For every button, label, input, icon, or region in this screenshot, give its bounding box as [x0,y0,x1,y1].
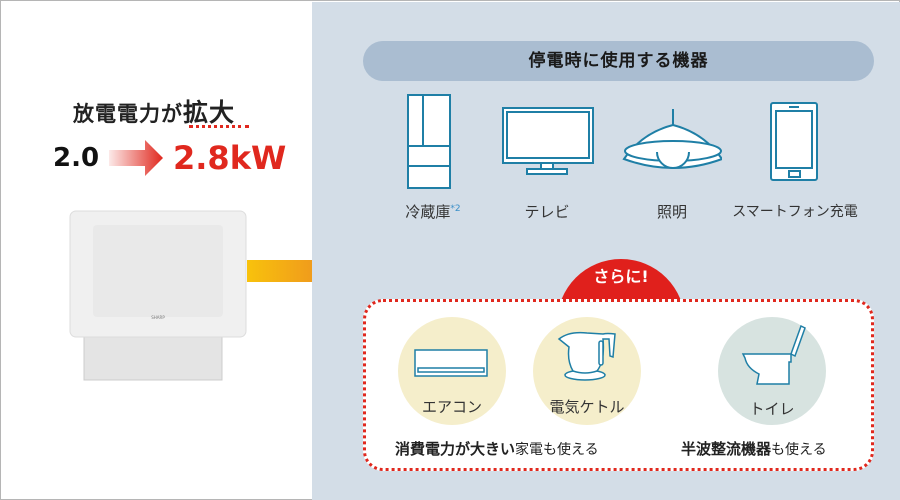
headline-text: 放電電力が [73,102,183,126]
smartphone-icon [770,102,818,181]
extra-label-kettle: 電気ケトル [549,398,625,416]
air-conditioner-icon [414,349,488,377]
emphasis-dots [189,125,249,128]
toilet-icon [741,324,806,385]
from-value: 2.0 [53,143,100,173]
badge-base [559,302,683,312]
storage-battery-device: SHARP [69,210,247,381]
appliance-label-tv: テレビ [524,203,570,221]
extra-label-toilet: トイレ [749,400,795,418]
headline-emphasis: 拡大 [183,98,236,127]
extra-label-air-conditioner: エアコン [421,398,482,416]
to-value: 2.8kW [173,139,287,177]
red-arrow-icon [109,140,163,176]
note-half-wave: 半波整流機器も使える [681,440,827,458]
appliance-label-lighting: 照明 [656,203,687,221]
note-high-power: 消費電力が大きい家電も使える [395,440,599,458]
device-logo: SHARP [151,315,165,320]
lamp-icon [622,109,722,169]
sarani-text: さらに! [593,267,649,286]
kettle-icon [557,331,616,381]
tv-icon [502,107,594,175]
section-header: 停電時に使用する機器 [363,41,874,81]
appliance-label-smartphone: スマートフォン充電 [732,204,858,220]
appliance-label-refrigerator: 冷蔵庫*2 [405,203,461,221]
refrigerator-icon [407,94,451,189]
headline: 放電電力が拡大 [73,93,235,129]
